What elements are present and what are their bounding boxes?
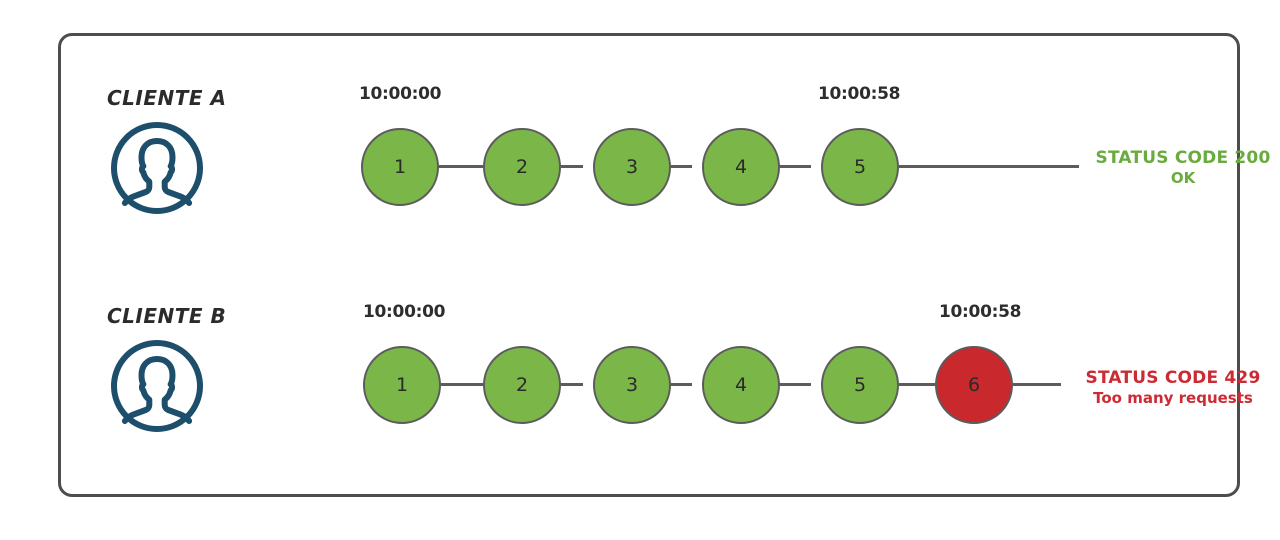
user-avatar-icon bbox=[109, 120, 205, 216]
status-badge-a: STATUS CODE 200 OK bbox=[1083, 148, 1280, 188]
rate-limit-diagram-panel: CLIENTE A 10:00:00 10:00:58 bbox=[58, 33, 1270, 497]
status-b-message: Too many requests bbox=[1093, 389, 1253, 408]
request-node[interactable]: 2 bbox=[483, 128, 561, 206]
status-a-message: OK bbox=[1170, 169, 1196, 188]
request-node[interactable]: 1 bbox=[361, 128, 439, 206]
timestamp-b-end: 10:00:58 bbox=[939, 302, 1022, 322]
client-row-a: CLIENTE A 10:00:00 10:00:58 bbox=[61, 58, 1270, 258]
user-avatar-icon bbox=[109, 338, 205, 434]
request-node[interactable]: 3 bbox=[593, 346, 671, 424]
timestamp-b-start: 10:00:00 bbox=[363, 302, 446, 322]
client-row-b: CLIENTE B 10:00:00 10:00:58 bbox=[61, 276, 1260, 476]
connector bbox=[769, 383, 811, 386]
connector bbox=[550, 165, 583, 168]
connector bbox=[439, 165, 483, 168]
request-node[interactable]: 4 bbox=[702, 346, 780, 424]
tail-connector-a bbox=[899, 165, 1079, 168]
request-node[interactable]: 3 bbox=[593, 128, 671, 206]
timestamp-a-end: 10:00:58 bbox=[818, 84, 901, 104]
connector bbox=[769, 165, 811, 168]
tail-connector-b bbox=[1013, 383, 1061, 386]
request-node[interactable]: 2 bbox=[483, 346, 561, 424]
connector bbox=[899, 383, 935, 386]
request-node[interactable]: 5 bbox=[821, 346, 899, 424]
status-b-code: STATUS CODE 429 bbox=[1085, 368, 1261, 388]
client-a-label: CLIENTE A bbox=[107, 86, 227, 110]
timestamp-a-start: 10:00:00 bbox=[359, 84, 442, 104]
request-node[interactable]: 1 bbox=[363, 346, 441, 424]
connector bbox=[660, 383, 692, 386]
connector bbox=[550, 383, 583, 386]
request-node[interactable]: 4 bbox=[702, 128, 780, 206]
status-a-code: STATUS CODE 200 bbox=[1095, 148, 1271, 168]
request-node[interactable]: 5 bbox=[821, 128, 899, 206]
connector bbox=[441, 383, 483, 386]
connector bbox=[660, 165, 692, 168]
request-node-blocked[interactable]: 6 bbox=[935, 346, 1013, 424]
status-badge-b: STATUS CODE 429 Too many requests bbox=[1063, 368, 1280, 408]
client-b-label: CLIENTE B bbox=[107, 304, 227, 328]
